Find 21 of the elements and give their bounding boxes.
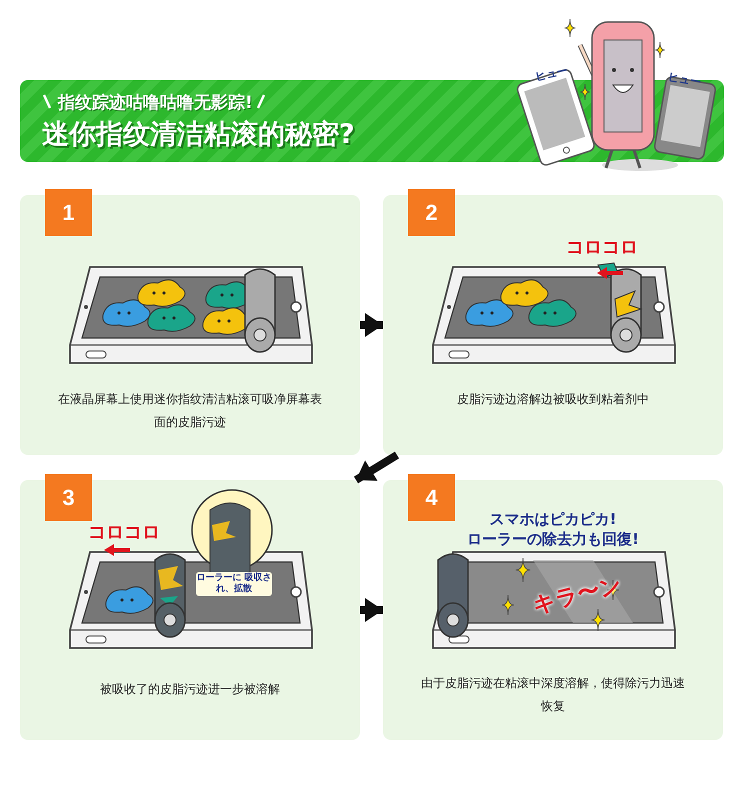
- sound-effect-text: ヒュー: [666, 69, 702, 90]
- sound-effect-text: コロコロ: [566, 236, 638, 259]
- step-caption: 在液晶屏幕上使用迷你指纹清洁粘滚可吸净屏幕表面的皮脂污迹: [57, 391, 323, 431]
- step-caption: 被吸收了的皮脂污迹进一步被溶解: [99, 681, 281, 698]
- headline-text: ローラーの除去力も回復!: [466, 530, 640, 549]
- sound-effect-text: ヒュー: [534, 62, 570, 84]
- step-number: 1: [45, 189, 92, 236]
- headline-text: スマホはピカピカ!: [488, 510, 618, 529]
- step-number: 3: [45, 474, 92, 521]
- arrow: [360, 313, 383, 337]
- step-number: 2: [408, 189, 455, 236]
- sound-effect-text: コロコロ: [88, 521, 160, 544]
- title: 迷你指纹清洁粘滚的秘密?: [42, 118, 355, 152]
- step-number: 4: [408, 474, 455, 521]
- subtitle: 指纹踪迹咕噜咕噜无影踪!: [58, 92, 253, 114]
- arrow: [360, 598, 383, 622]
- step-caption: 皮脂污迹边溶解边被吸收到粘着剂中: [456, 391, 650, 408]
- arrow: [354, 452, 400, 484]
- callout-text: ローラーに 吸収され、拡散: [196, 572, 272, 596]
- sound-effect-text: キラ〜ン: [530, 571, 626, 621]
- step-caption: 由于皮脂污迹在粘滚中深度溶解，使得除污力迅速恢复: [420, 675, 686, 715]
